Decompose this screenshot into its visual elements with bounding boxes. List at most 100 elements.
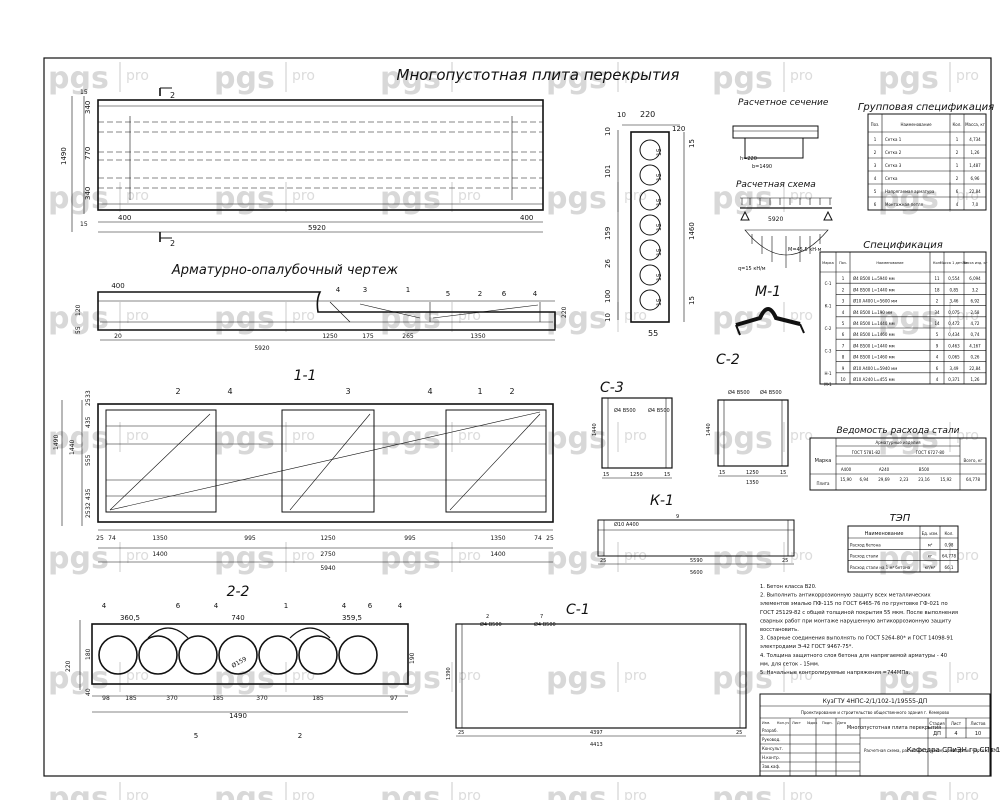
watermark-pgs: pgs [712, 421, 773, 456]
spec-cell: 2 [842, 287, 845, 292]
spec-cell: 18 [934, 287, 940, 292]
watermark-pgs: pgs [380, 781, 441, 800]
spec-cell: 2,58 [971, 310, 980, 315]
void-dim: 15 [656, 248, 663, 256]
spec-cell: 9 [842, 366, 845, 371]
s11-dim: 1350 [490, 535, 505, 542]
side-dim: 1460 [688, 222, 696, 240]
c3-dim: 1440 [592, 423, 598, 436]
s22-dim: 185 [125, 695, 137, 702]
c2-dim: 1440 [706, 423, 712, 436]
m1-loop-detail: М-1 [735, 284, 805, 336]
spec-cell: 4 [936, 355, 939, 360]
watermark-pro: pro [956, 68, 979, 84]
watermark-pgs: pgs [214, 541, 275, 576]
tep-header: Наименование [865, 531, 904, 537]
watermark-pgs: pgs [546, 421, 607, 456]
watermark-pgs: pgs [48, 541, 109, 576]
spec-cell: 1 [842, 276, 845, 281]
group-spec-cell: 1,487 [969, 163, 981, 168]
main-title: Многопустотная плита перекрытия [397, 66, 680, 84]
mesh-c2: С-2 Ø4 В500 Ø4 В500 15 1250 15 1350 1440 [706, 352, 789, 486]
tep-title: ТЭП [890, 513, 911, 524]
tep-cell: кг/м³ [925, 565, 936, 570]
spec-cell: Ø10 А240 L=455 мм [853, 377, 895, 382]
spec-cell: Ø4 В500 L=1460 мм [853, 355, 895, 360]
spec-cell: 0,74 [971, 332, 980, 337]
calc-dim: q=15 кН/м [738, 266, 766, 272]
watermark-pro: pro [126, 668, 149, 684]
watermark-pgs: pgs [48, 661, 109, 696]
watermark-pro: pro [790, 68, 813, 84]
group-spec-header: Кол. [952, 122, 961, 127]
spec-cell: 2 [936, 299, 939, 304]
spec-header: Кол. [933, 261, 941, 265]
s22-dim: 359,5 [342, 614, 362, 622]
group-spec-cell: 1 [874, 137, 877, 142]
s11-dim: 25 [546, 535, 554, 542]
group-spec-cell: 6 [956, 189, 959, 194]
void-circle [639, 139, 661, 161]
spec-cell: 5 [936, 332, 939, 337]
s11-dim: 74 [108, 535, 116, 542]
spec-cell: 0,371 [948, 377, 960, 382]
spec-cell: 7 [842, 343, 845, 348]
s22-mark: 4 [214, 602, 219, 610]
tep-cell: Расход стали [850, 554, 878, 559]
note-line: 2. Выполнить антикоррозионную защиту все… [760, 593, 931, 599]
void-circle [639, 239, 661, 261]
watermark-pro: pro [956, 188, 979, 204]
k1-dim: 25 [782, 558, 788, 564]
spec-title: Спецификация [863, 240, 943, 251]
void-hole [98, 635, 138, 675]
s22-dim: 185 [212, 695, 224, 702]
watermark-pro: pro [126, 788, 149, 800]
stamp-col-head: №док [807, 721, 817, 725]
stamp-role: Консульт. [762, 746, 783, 751]
s11-mark: 1 [477, 387, 482, 396]
plan-dim: 340 [84, 187, 92, 200]
s22-mark: 4 [342, 602, 347, 610]
group-spec-cell: 1 [956, 137, 959, 142]
general-notes: 1. Бетон класса В20.2. Выполнить антикор… [760, 584, 958, 676]
side-dim: 26 [604, 259, 612, 268]
watermark-pgs: pgs [546, 181, 607, 216]
watermark-pro: pro [624, 428, 647, 444]
watermark-pro: pro [458, 548, 481, 564]
s22-dim: 97 [390, 695, 398, 702]
watermark-pro: pro [292, 548, 315, 564]
watermark-pgs: pgs [712, 541, 773, 576]
s11-dim: 25 [96, 535, 104, 542]
stamp-role: Зав.каф. [762, 764, 780, 769]
stamp-col-head: Лист [792, 721, 801, 725]
watermark-pgs: pgs [214, 421, 275, 456]
tep-cell: 64,778 [942, 554, 956, 559]
elev-dim: 120 [75, 304, 82, 316]
group-spec-cell: 2 [956, 150, 959, 155]
k1-label: 9 [676, 514, 679, 520]
spec-cell: 6 [936, 366, 939, 371]
stamp-stage-head: Стадия [929, 721, 945, 726]
c2-dim: 1250 [746, 470, 759, 476]
spec-cell: 22,84 [969, 366, 981, 371]
m1-title: М-1 [755, 284, 781, 300]
watermark-pro: pro [624, 788, 647, 800]
watermark-pgs: pgs [712, 301, 773, 336]
spec-cell: 34 [934, 310, 940, 315]
note-line: ГОСТ 25129-82 с общей толщиной покрытия … [760, 609, 958, 616]
spec-cell: Ø4 В500 L=1440 мм [853, 343, 895, 348]
void-dim: 15 [656, 148, 663, 156]
watermark-pgs: pgs [380, 61, 441, 96]
s11-mark: 4 [427, 387, 432, 396]
c2-label: Ø4 В500 [728, 389, 750, 396]
stamp-stage: ДП [933, 731, 941, 737]
c2-dim: 15 [780, 470, 786, 476]
side-dim: 120 [672, 125, 685, 133]
k1-title: К-1 [650, 493, 674, 509]
spec-cell: Ø4 В500 L=190 мм [853, 310, 892, 315]
spec-cell: М-1 [824, 382, 832, 387]
watermark-pro: pro [458, 308, 481, 324]
k1-dim: 5600 [690, 570, 703, 576]
